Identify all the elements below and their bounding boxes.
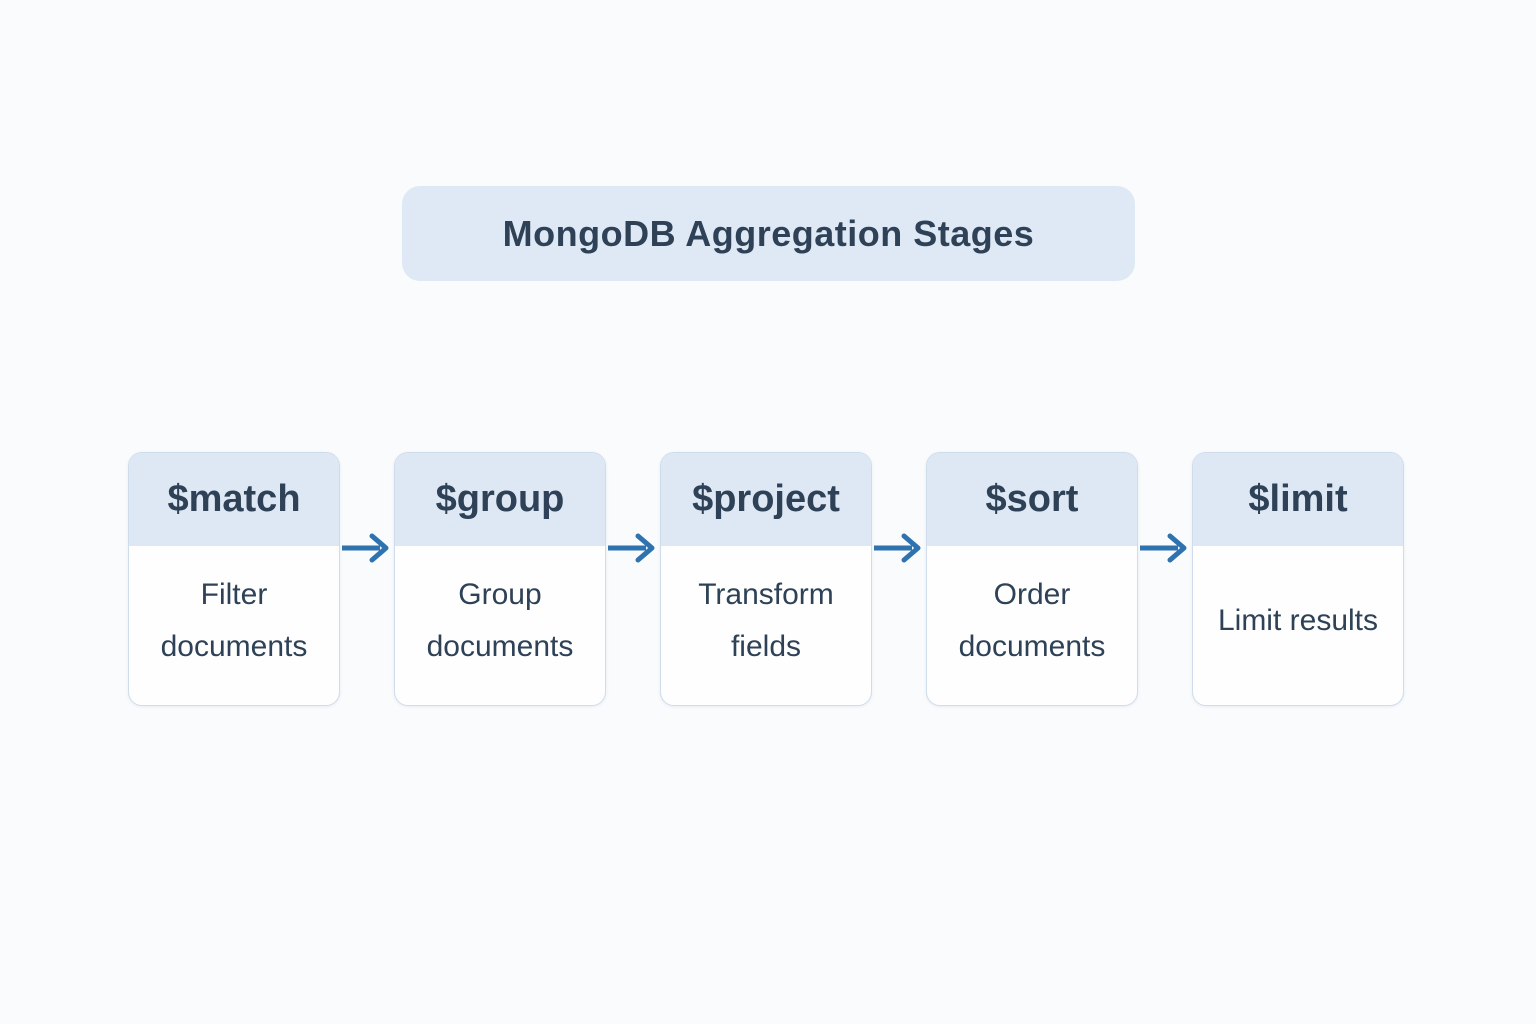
- stage-description: Filter documents: [160, 577, 308, 663]
- stage-card-sort: $sort Order documents: [926, 452, 1138, 706]
- stage-description: Limit results: [1217, 603, 1379, 637]
- diagram-title: MongoDB Aggregation Stages: [402, 186, 1135, 281]
- stage-name: $sort: [927, 453, 1137, 546]
- right-arrow-icon: [340, 528, 394, 568]
- stage-name: $group: [395, 453, 605, 546]
- stage-name: $limit: [1193, 453, 1403, 546]
- stage-description: Transform fields: [698, 577, 834, 663]
- right-arrow-icon: [872, 528, 926, 568]
- stage-card-project: $project Transform fields: [660, 452, 872, 706]
- stage-card-match: $match Filter documents: [128, 452, 340, 706]
- stage-card-group: $group Group documents: [394, 452, 606, 706]
- stage-description: Group documents: [426, 577, 574, 663]
- stage-name: $match: [129, 453, 339, 546]
- stage-description: Order documents: [958, 577, 1106, 663]
- stage-card-limit: $limit Limit results: [1192, 452, 1404, 706]
- right-arrow-icon: [1138, 528, 1192, 568]
- right-arrow-icon: [606, 528, 660, 568]
- stage-name: $project: [661, 453, 871, 546]
- pipeline: $match Filter documents $group Group doc…: [128, 452, 1404, 706]
